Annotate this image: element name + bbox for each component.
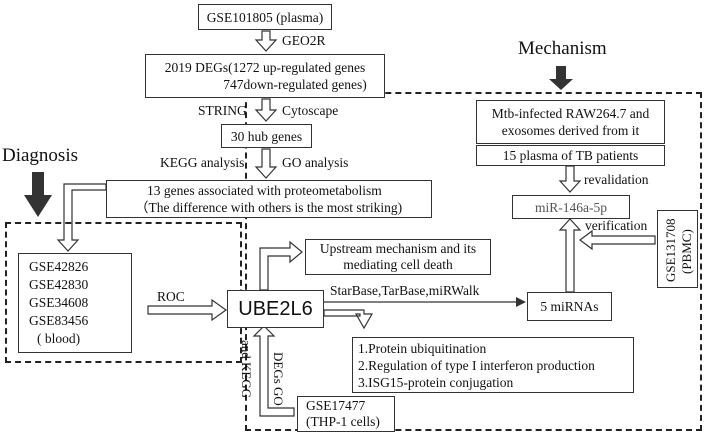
verification-label: verification [585, 218, 648, 233]
diag-set-4: GSE83456 [29, 313, 89, 328]
go-analysis-label: GO analysis [282, 155, 349, 170]
mtb-infected-box: Mtb-infected RAW264.7 and exosomes deriv… [476, 100, 665, 144]
revalidation-label: revalidation [584, 172, 649, 187]
geo2r-label: GEO2R [282, 33, 326, 48]
genes-line2: （The difference with others is the most … [135, 200, 403, 215]
mechanism-arrow-icon [549, 66, 573, 90]
arrow-plasma-to-mirna [558, 165, 582, 193]
thp1-box: GSE17477 (THP-1 cells) [297, 396, 395, 432]
and-kegg-label: and KEGG [239, 340, 254, 399]
mirna-target-box: miR-146a-5p [512, 195, 630, 219]
degs-line1: 2019 DEGs(1272 up-regulated genes [164, 60, 366, 75]
mtb-line2: exosomes derived from it [501, 123, 640, 138]
starbase-label: StarBase,TarBase,miRWalk [330, 283, 480, 298]
hub-genes-box: 30 hub genes [221, 124, 312, 148]
function-1: 1.Protein ubiquitination [358, 341, 487, 356]
mechanism-region [245, 92, 702, 431]
degs-go-label: DEGs GO [271, 352, 286, 406]
function-3: 3.ISG15-protein conjugation [358, 375, 514, 390]
arrow-ube-to-upstream [259, 240, 303, 291]
kegg-analysis-label: KEGG analysis [160, 155, 245, 170]
degs-box: 2019 DEGs(1272 up-regulated genes 747dow… [145, 54, 385, 98]
arrow-thp-to-ube [252, 325, 295, 417]
arrow-roc [147, 298, 228, 322]
dataset-box: GSE101805 (plasma) [198, 4, 332, 30]
gse131708-box [657, 210, 698, 288]
arrow-gse131708-to-target [579, 229, 656, 251]
tb-plasma-box: 15 plasma of TB patients [476, 145, 665, 166]
genes-line1: 13 genes associated with proteometabolis… [147, 183, 382, 198]
thp-line2: (THP-1 cells) [306, 414, 380, 429]
diag-set-1: GSE42826 [29, 259, 89, 274]
mirnas-box: 5 miRNAs [527, 292, 612, 321]
diagnosis-datasets-box: GSE42826 GSE42830 GSE34608 GSE83456 ( bl… [18, 253, 132, 353]
diag-set-3: GSE34608 [29, 295, 89, 310]
mechanism-title: Mechanism [518, 38, 607, 59]
cytoscape-label: Cytoscape [282, 103, 339, 118]
arrow-dataset-to-degs [254, 30, 278, 52]
string-label: STRING [198, 103, 247, 118]
diag-set-5: ( blood) [37, 331, 81, 346]
arrow-hub-to-genes [254, 148, 278, 179]
gse131708-line2: (PBMC) [679, 229, 694, 274]
arrow-ube-to-mirnas-head [516, 297, 526, 307]
degs-line2: 747down-regulated genes) [223, 77, 367, 92]
diag-set-2: GSE42830 [29, 277, 89, 292]
diagnosis-arrow-icon [24, 172, 52, 217]
roc-label: ROC [157, 289, 185, 304]
function-2: 2.Regulation of type I interferon produc… [358, 358, 595, 373]
upstream-line1: Upstream mechanism and its [319, 241, 477, 256]
arrow-ube-to-functions [323, 309, 374, 330]
proteometabolism-genes-box: 13 genes associated with proteometabolis… [106, 180, 432, 218]
arrow-mirnas-to-target [558, 218, 582, 293]
ube2l6-box: UBE2L6 [227, 290, 324, 328]
arrow-genes-to-diag [56, 183, 107, 252]
gse131708-line1: GSE131708 [663, 218, 678, 282]
upstream-line2: mediating cell death [343, 257, 453, 272]
upstream-box: Upstream mechanism and its mediating cel… [305, 239, 491, 275]
arrow-degs-to-hub [254, 98, 278, 122]
thp-line1: GSE17477 [306, 398, 366, 413]
functions-box: 1.Protein ubiquitination 2.Regulation of… [352, 337, 634, 393]
diagnosis-title: Diagnosis [2, 145, 78, 166]
mtb-line1: Mtb-infected RAW264.7 and [491, 106, 650, 121]
